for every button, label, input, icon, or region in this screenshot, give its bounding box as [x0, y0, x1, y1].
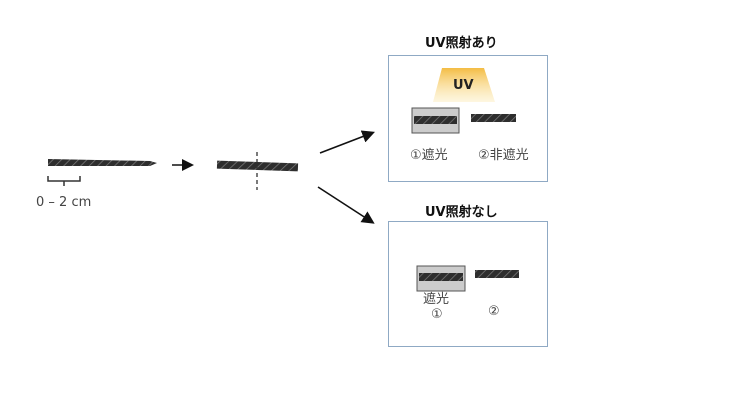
panel-no-uv-title: UV照射なし [425, 205, 498, 220]
specimen-initial [48, 159, 157, 166]
label-shielded-text: 遮光 [423, 292, 450, 307]
panel-no-uv: 遮光 ① ② [388, 221, 548, 347]
specimen-shielded [419, 273, 463, 281]
panel-no-uv-graphics [416, 265, 519, 292]
panel-uv: UV ①遮光 ②非遮光 [388, 55, 548, 182]
label-unshielded: ②非遮光 [478, 148, 529, 163]
label-shielded: ①遮光 [410, 148, 448, 163]
specimen-unshielded [475, 270, 519, 278]
panel-uv-graphics [411, 68, 516, 134]
scale-bracket [47, 176, 81, 186]
label-unshielded-number: ② [488, 304, 500, 319]
uv-light-icon [433, 68, 495, 102]
specimen-unshielded [471, 114, 516, 122]
scale-label: 0 – 2 cm [36, 195, 92, 210]
arrow-to-uv [319, 130, 375, 154]
panel-uv-title: UV照射あり [425, 36, 498, 51]
uv-label: UV [453, 78, 474, 93]
arrow-to-no-uv [317, 186, 375, 224]
label-shielded-number: ① [431, 307, 443, 322]
specimen-shielded [414, 116, 457, 124]
